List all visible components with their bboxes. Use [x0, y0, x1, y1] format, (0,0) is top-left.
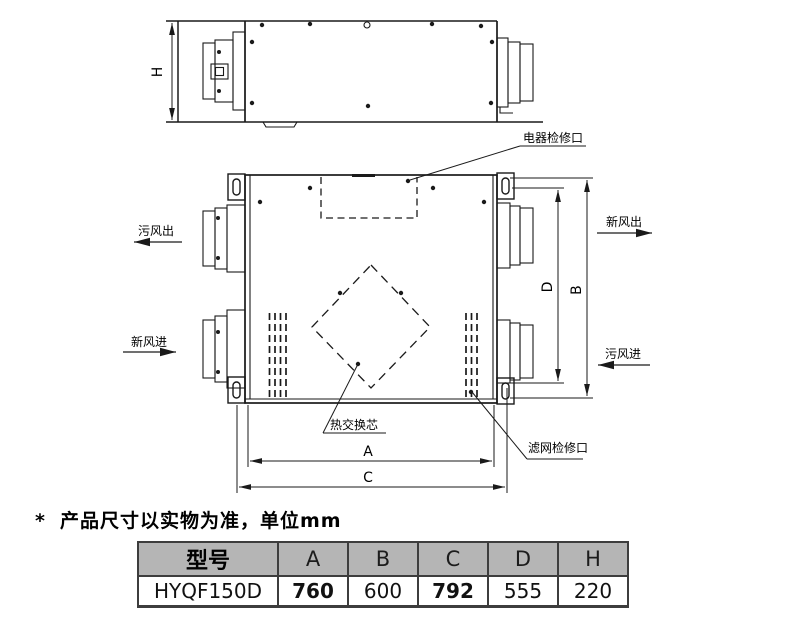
- footnote: * 产品尺寸以实物为准，单位mm: [35, 506, 342, 533]
- fresh-out-label: 新风出: [606, 214, 642, 229]
- callout-heat-core: 热交换芯: [322, 363, 386, 434]
- dimension-c: C: [236, 388, 508, 493]
- duct-fresh-in: [202, 309, 246, 389]
- heat-core-label: 热交换芯: [330, 417, 378, 432]
- footnote-asterisk: *: [35, 510, 46, 532]
- plan-screw-dots: [216, 178, 487, 395]
- stale-in-label: 污风进: [605, 347, 641, 361]
- callout-filter-access: 滤网检修口: [471, 391, 588, 460]
- stale-out-label: 污风出: [138, 224, 174, 238]
- dimension-a: A: [247, 405, 495, 467]
- dim-h-label: H: [150, 67, 166, 78]
- cell-b: 600: [347, 575, 419, 607]
- side-view-outline: [166, 20, 543, 128]
- fresh-in-label: 新风进: [131, 334, 167, 349]
- header-b: B: [347, 541, 419, 577]
- callout-electrical-access: 电器检修口: [409, 130, 586, 181]
- filter-access-label: 滤网检修口: [528, 440, 588, 455]
- dim-a-label: A: [363, 444, 373, 460]
- airflow-fresh-out: 新风出: [597, 214, 652, 238]
- footnote-text: 产品尺寸以实物为准，单位mm: [59, 510, 342, 532]
- dim-d-label: D: [540, 282, 556, 293]
- header-c: C: [417, 541, 489, 577]
- table-header-row: 型号 A B C D H: [137, 541, 629, 577]
- dim-c-label: C: [363, 470, 373, 486]
- cell-d: 555: [487, 575, 559, 607]
- airflow-stale-in: 污风进: [598, 347, 650, 370]
- bracket-bottom-left: [227, 376, 246, 404]
- header-model: 型号: [137, 541, 279, 577]
- cell-c: 792: [417, 575, 489, 607]
- cell-h: 220: [557, 575, 629, 607]
- side-right-duct: [496, 37, 534, 114]
- bracket-top-left: [227, 173, 246, 201]
- header-a: A: [277, 541, 349, 577]
- dimension-table: 型号 A B C D H HYQF150D 760 600 792 555 22…: [137, 541, 629, 608]
- dimension-b: B: [510, 177, 593, 399]
- side-left-duct: [202, 31, 246, 111]
- dim-b-label: B: [569, 285, 585, 295]
- plan-body: [244, 174, 498, 404]
- electrical-access-opening: [320, 177, 418, 219]
- mounting-brackets: [227, 172, 515, 405]
- bracket-top-right: [496, 172, 515, 200]
- side-view: H: [150, 20, 543, 128]
- vent-slots-left: [268, 313, 287, 397]
- bracket-bottom-right: [496, 377, 515, 405]
- cell-model: HYQF150D: [137, 575, 279, 607]
- duct-stale-out: [202, 204, 246, 273]
- dimension-d: D: [503, 187, 564, 384]
- cell-a: 760: [277, 575, 349, 607]
- header-h: H: [557, 541, 629, 577]
- airflow-stale-out: 污风出: [134, 224, 182, 247]
- header-d: D: [487, 541, 559, 577]
- airflow-fresh-in: 新风进: [123, 334, 176, 357]
- side-screw-dots: [217, 21, 495, 109]
- duct-stale-in: [496, 319, 534, 384]
- plan-view: 电器检修口 热交换芯 滤网检修口 污风出 新风进 新风出 污风进: [123, 130, 652, 493]
- electrical-access-label: 电器检修口: [523, 130, 583, 145]
- vent-slots-right: [465, 313, 478, 397]
- duct-fresh-out: [496, 202, 534, 269]
- dimension-h: H: [150, 23, 175, 120]
- heat-exchanger-core: [311, 264, 431, 389]
- table-row: HYQF150D 760 600 792 555 220: [137, 575, 629, 607]
